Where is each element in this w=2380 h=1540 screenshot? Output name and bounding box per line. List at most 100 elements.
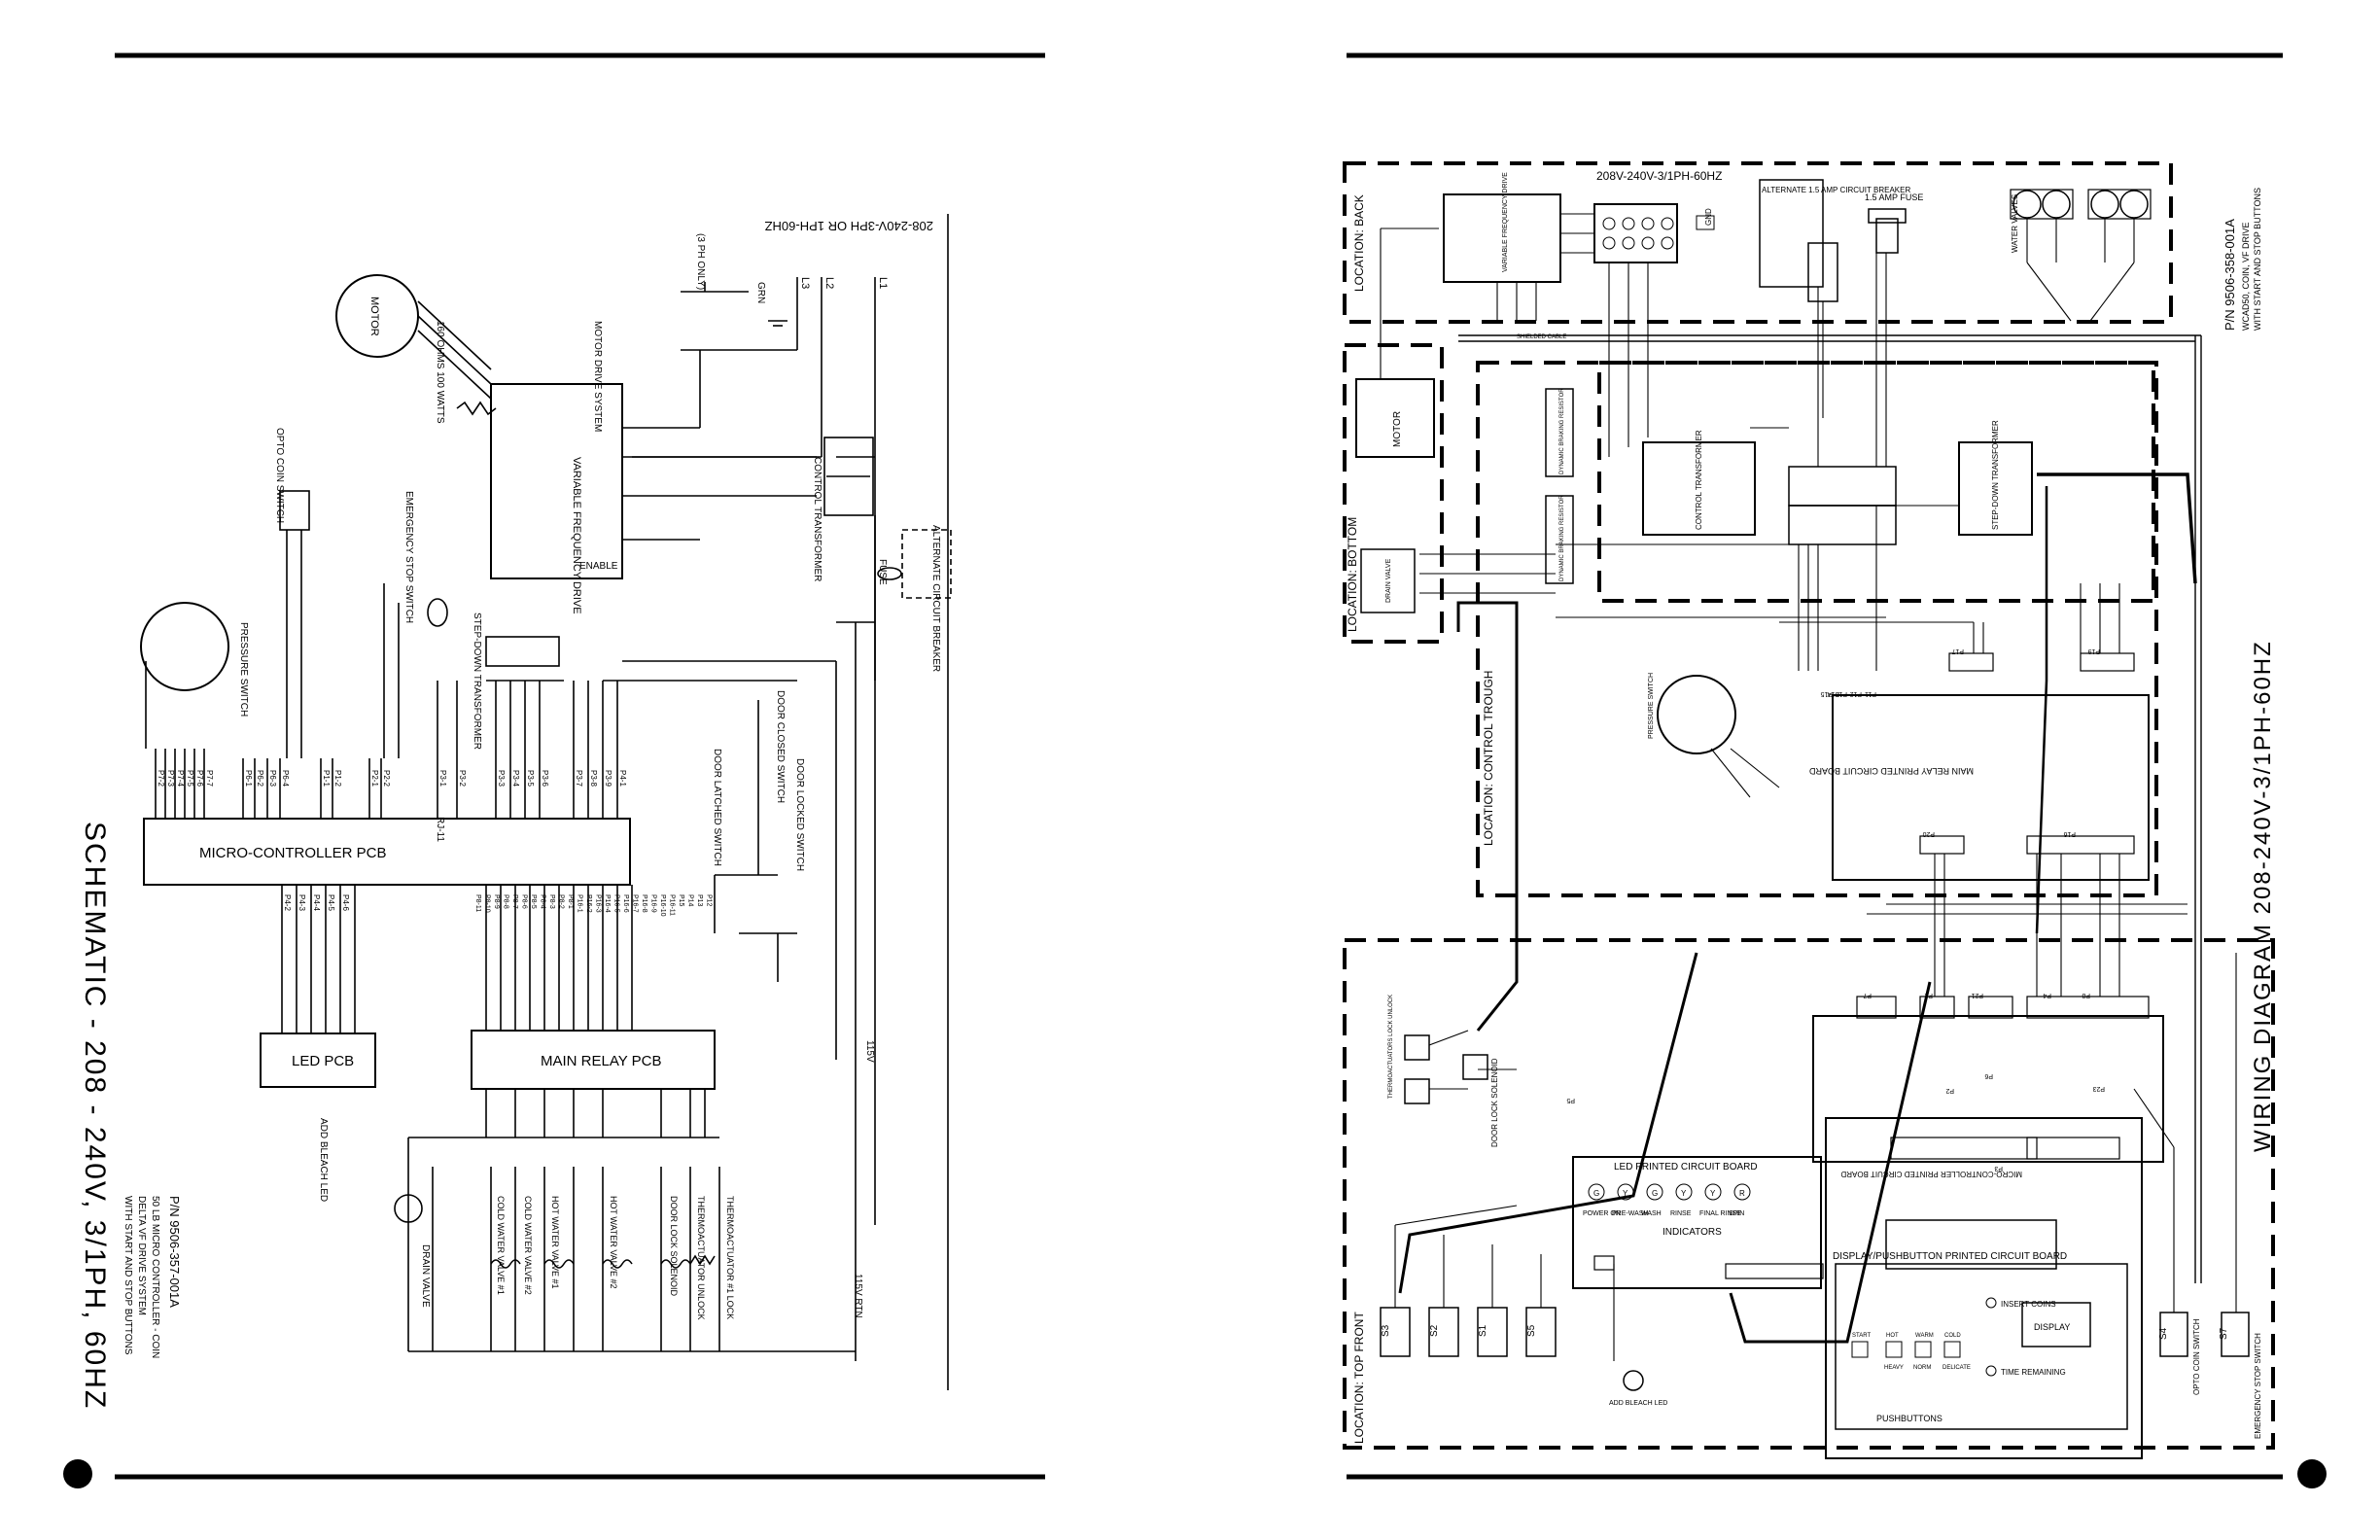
door-locked-switch-label: DOOR LOCKED SWITCH bbox=[794, 758, 805, 871]
gnd-label: GND bbox=[1704, 208, 1713, 226]
led-glyph: G bbox=[1652, 1189, 1658, 1198]
micro-pin-label: P4-2 bbox=[283, 894, 292, 911]
relay-pin-label: P15 bbox=[678, 894, 684, 907]
relay-pin-label: P16-8 bbox=[641, 894, 648, 913]
pushbutton-sub-label: NORM bbox=[1913, 1365, 1931, 1371]
schematic-part-no: P/N 9506-357-001A bbox=[167, 1196, 182, 1308]
vfd-label-right: VARIABLE FREQUENCY DRIVE bbox=[1502, 172, 1509, 272]
micro-pin-label: P3-9 bbox=[604, 770, 612, 787]
control-transformer-label: CONTROL TRANSFORMER bbox=[812, 457, 822, 581]
relay-pin-label: P8-5 bbox=[530, 894, 537, 909]
led-glyph: G bbox=[1593, 1189, 1599, 1198]
control-transformer-right: CONTROL TRANSFORMER bbox=[1695, 430, 1703, 530]
micro-pin-label: P7-7 bbox=[205, 770, 214, 787]
v115-return-label: 115V RTN bbox=[853, 1274, 863, 1318]
alt-breaker-label-right: ALTERNATE 1.5 AMP CIRCUIT BREAKER bbox=[1762, 186, 1910, 194]
fuse-label: FUSE bbox=[877, 559, 888, 585]
water-valves-label: WATER VALVES bbox=[2011, 194, 2019, 253]
plug-label: P19 bbox=[2087, 648, 2100, 654]
plug-label: P15 bbox=[1820, 690, 1833, 697]
plug-label: P13 bbox=[1835, 690, 1847, 697]
load-label-4: HOT WATER VALVE #2 bbox=[609, 1196, 618, 1289]
plug-label: P3 bbox=[1994, 1165, 2003, 1172]
opto-coin-right: OPTO COIN SWITCH bbox=[2192, 1318, 2201, 1395]
thermo-label-right: THERMOACTUATORS LOCK UNLOCK bbox=[1388, 995, 1394, 1099]
switch-label: S1 bbox=[1478, 1324, 1488, 1337]
location-bottom: LOCATION: BOTTOM bbox=[1346, 517, 1359, 632]
plug-label: P4 bbox=[2043, 992, 2051, 998]
relay-pin-label: P16-2 bbox=[585, 894, 592, 913]
plug-label: P5 bbox=[1566, 1097, 1575, 1103]
plug-label: P1 bbox=[1924, 992, 1933, 998]
pushbutton-label: COLD bbox=[1944, 1333, 1961, 1339]
alternate-breaker-label: ALTERNATE CIRCUIT BREAKER bbox=[930, 525, 941, 672]
micro-pin-label: P1-1 bbox=[322, 770, 331, 787]
step-down-right: STEP-DOWN TRANSFORMER bbox=[1991, 420, 2000, 530]
rj11-label: RJ-11 bbox=[435, 817, 445, 842]
micro-pin-label: P6-2 bbox=[256, 770, 264, 787]
schematic-desc-2: DELTA VF DRIVE SYSTEM bbox=[136, 1196, 147, 1315]
micro-pin-label: P4-5 bbox=[327, 894, 335, 911]
relay-pin-label: P8-1 bbox=[567, 894, 574, 909]
line-l3: L3 bbox=[799, 277, 811, 289]
relay-pin-label: P16-10 bbox=[659, 894, 666, 917]
micro-pin-label: P3-4 bbox=[511, 770, 520, 787]
micro-pin-label: P3-8 bbox=[589, 770, 598, 787]
led-board-label: LED PRINTED CIRCUIT BOARD bbox=[1614, 1162, 1758, 1172]
plug-label: P17 bbox=[1951, 648, 1964, 654]
micro-controller-pcb-label: MICRO-CONTROLLER PCB bbox=[199, 845, 387, 861]
schematic-desc-3: WITH START AND STOP BUTTONS bbox=[122, 1196, 133, 1355]
door-closed-switch-label: DOOR CLOSED SWITCH bbox=[775, 690, 786, 803]
micro-pin-label: P4-6 bbox=[341, 894, 350, 911]
ground-label: GRN bbox=[755, 282, 766, 303]
indicators-label: INDICATORS bbox=[1662, 1227, 1722, 1238]
switch-label: S3 bbox=[1381, 1324, 1391, 1337]
relay-pin-label: P8-10 bbox=[484, 894, 491, 913]
micro-pin-label: P6-4 bbox=[281, 770, 290, 787]
plug-label: P6 bbox=[1984, 1072, 1993, 1079]
load-label-5: DOOR LOCK SOLENOID bbox=[669, 1196, 679, 1297]
micro-pin-label: P3-5 bbox=[526, 770, 535, 787]
emergency-stop-label: EMERGENCY STOP SWITCH bbox=[403, 491, 414, 623]
location-top-front: LOCATION: TOP FRONT bbox=[1352, 1312, 1366, 1444]
switch-label: S7 bbox=[2219, 1327, 2229, 1340]
relay-pin-label: P16-5 bbox=[613, 894, 620, 913]
main-relay-right: MAIN RELAY PRINTED CIRCUIT BOARD bbox=[1808, 766, 1974, 776]
micro-pin-label: P7-4 bbox=[176, 770, 185, 787]
pushbutton-label: HOT bbox=[1886, 1333, 1899, 1339]
line-l2: L2 bbox=[823, 277, 835, 289]
display-board-label: DISPLAY/PUSHBUTTON PRINTED CIRCUIT BOARD bbox=[1833, 1251, 2067, 1262]
load-label-2: COLD WATER VALVE #2 bbox=[523, 1196, 533, 1295]
relay-pin-label: P12 bbox=[706, 894, 713, 907]
opto-coin-switch-label: OPTO COIN SWITCH bbox=[274, 428, 285, 523]
led-indicator-label: PRE-WASH bbox=[1612, 1210, 1648, 1217]
drain-valve-label: DRAIN VALVE bbox=[420, 1244, 431, 1308]
relay-pin-label: P16-3 bbox=[595, 894, 602, 913]
relay-pin-label: P16-11 bbox=[669, 894, 676, 916]
micro-pin-label: P7-6 bbox=[195, 770, 204, 787]
relay-pin-label: P8-3 bbox=[548, 894, 555, 909]
main-relay-pcb-label: MAIN RELAY PCB bbox=[541, 1053, 661, 1069]
micro-pin-label: P3-3 bbox=[497, 770, 506, 787]
micro-pin-label: P3-6 bbox=[541, 770, 549, 787]
micro-pin-label: P7-3 bbox=[166, 770, 175, 787]
relay-pin-label: P8-11 bbox=[474, 894, 481, 912]
micro-pin-label: P3-2 bbox=[458, 770, 467, 787]
relay-pin-label: P16-1 bbox=[577, 894, 583, 913]
schematic-desc-1: 50 LB MICRO CONTROLLER - COIN bbox=[150, 1196, 160, 1358]
motor-label-right: MOTOR bbox=[1392, 411, 1403, 447]
relay-pin-label: P14 bbox=[687, 894, 694, 907]
relay-pin-label: P8-8 bbox=[503, 894, 509, 909]
insert-coins-label: INSERT COINS bbox=[2001, 1300, 2056, 1309]
led-glyph: Y bbox=[1710, 1189, 1716, 1198]
add-bleach-right: ADD BLEACH LED bbox=[1609, 1400, 1667, 1407]
switch-label: S2 bbox=[1429, 1324, 1440, 1337]
wiring-supply: 208V-240V-3/1PH-60HZ bbox=[1596, 169, 1722, 183]
relay-pin-label: P8-4 bbox=[540, 894, 546, 909]
wiring-desc-1: WCAD50, COIN, VF DRIVE bbox=[2241, 222, 2251, 331]
motor-label: MOTOR bbox=[368, 297, 380, 336]
relay-pin-label: P8-7 bbox=[511, 894, 518, 909]
